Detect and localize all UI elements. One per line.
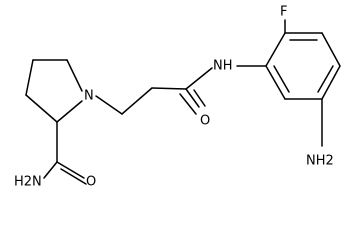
chemical-structure-diagram: F NH N O O H2N NH2: [14, 5, 341, 190]
amide-nh-label: NH: [213, 59, 233, 74]
ring-nitrogen-label: N: [84, 89, 94, 104]
bond: [25, 94, 58, 123]
bond: [66, 59, 83, 92]
bond: [265, 32, 286, 67]
double-bond: [193, 89, 206, 107]
molecule-drawing: F NH N O O H2N NH2: [14, 5, 341, 190]
bond: [121, 87, 153, 115]
bond: [56, 100, 83, 123]
double-bond: [60, 168, 87, 185]
benzene-ring: [265, 32, 341, 100]
aromatic-inner-bond: [273, 65, 290, 93]
amide-nh2-label: H2N: [14, 175, 42, 190]
fluorine-label: F: [280, 5, 287, 20]
propanamide-chain: [95, 65, 267, 115]
bond: [185, 88, 200, 108]
bond: [95, 95, 123, 115]
pyrrolidine-ring: [25, 59, 83, 123]
bond: [321, 32, 341, 67]
bond: [25, 59, 34, 96]
double-bond: [179, 93, 197, 115]
bond: [151, 87, 187, 90]
bond: [43, 161, 58, 179]
bond: [265, 65, 286, 100]
aniline-nh2-label: NH2: [306, 154, 334, 169]
bond: [185, 67, 213, 90]
double-bond: [56, 161, 85, 179]
bond: [321, 65, 341, 100]
aromatic-inner-bond: [317, 65, 334, 93]
carboxamide-group: [43, 121, 87, 185]
carbonyl-oxygen-label: O: [200, 114, 210, 129]
carboxamide-oxygen-label: O: [86, 175, 96, 190]
